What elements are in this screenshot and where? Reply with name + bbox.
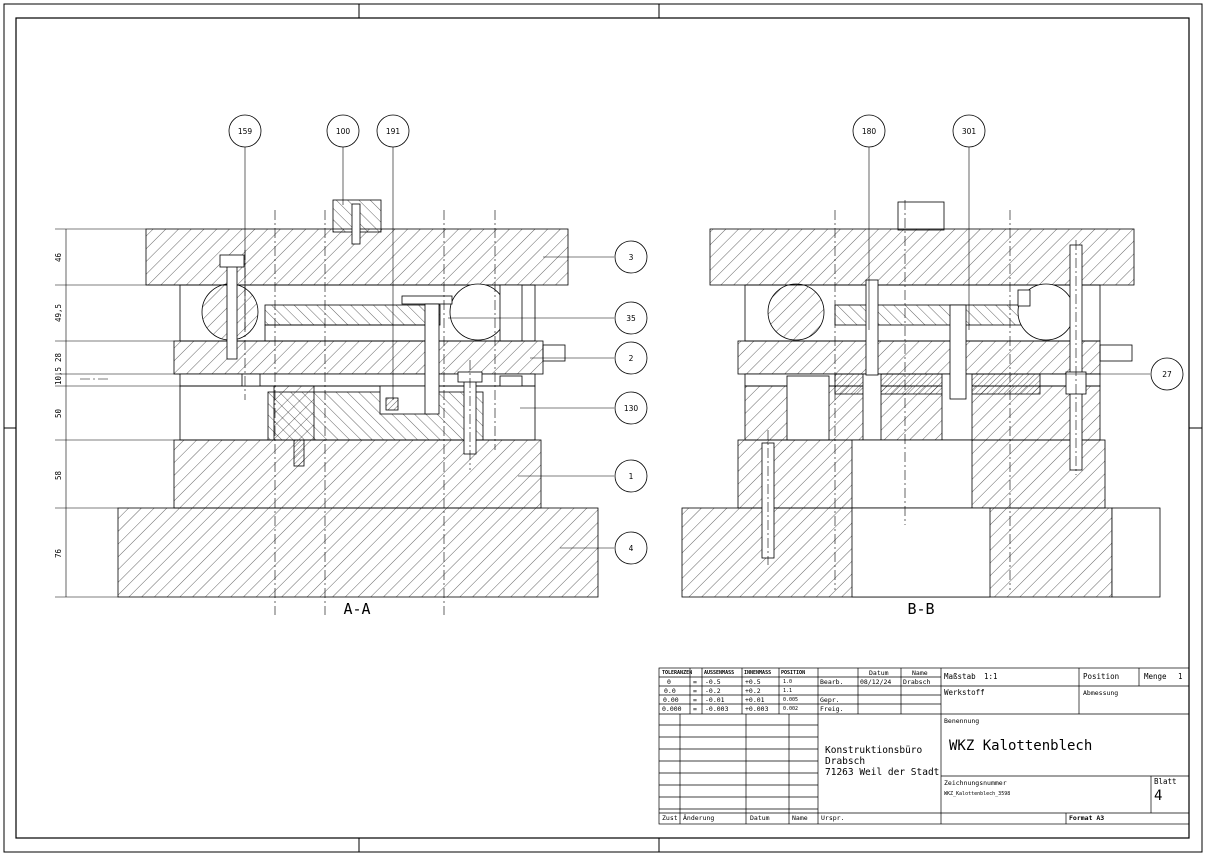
bearb-name: Drabsch xyxy=(903,678,931,686)
role-gepr: Gepr. xyxy=(820,696,840,704)
tol-row-2-innen: +0.01 xyxy=(745,696,765,704)
name-header: Name xyxy=(912,669,928,677)
zust-label: Zust xyxy=(662,814,678,822)
company-line-2: Drabsch xyxy=(825,756,866,767)
tol-row-0-sym: = xyxy=(693,678,697,686)
blatt-label: Blatt xyxy=(1154,777,1177,786)
massstab-value: 1:1 xyxy=(984,672,998,681)
dim-50: 50 xyxy=(54,408,63,418)
role-bearb: Bearb. xyxy=(820,678,844,686)
format-label: Format A3 xyxy=(1069,814,1105,822)
datum-bottom-label: Datum xyxy=(750,814,770,822)
balloon-27: 27 xyxy=(1162,370,1172,379)
balloon-159: 159 xyxy=(238,127,253,136)
tol-row-2-sym: = xyxy=(693,696,697,704)
dim-10-5: 10,5 xyxy=(54,367,63,385)
view-labels: A-A B-B xyxy=(343,600,934,618)
innen-header: INNENMASS xyxy=(744,670,772,676)
balloon-191: 191 xyxy=(386,127,401,136)
balloon-100: 100 xyxy=(336,127,351,136)
zeichnungsnummer-label: Zeichnungsnummer xyxy=(944,779,1007,787)
dim-76: 76 xyxy=(54,548,63,558)
tol-row-0: 0 xyxy=(667,678,671,686)
tol-row-1-pos: 1.1 xyxy=(783,688,793,694)
tol-row-0-pos: 1.0 xyxy=(783,679,793,685)
balloon-180: 180 xyxy=(862,127,877,136)
dimension-texts: 46 49,5 28 10,5 50 58 76 xyxy=(54,252,63,558)
section-view-a-a xyxy=(117,199,599,598)
position-header: POSITION xyxy=(781,670,806,676)
benennung-label: Benennung xyxy=(944,717,980,725)
company-line-1: Konstruktionsbüro xyxy=(825,745,923,756)
urspr-label: Urspr. xyxy=(821,814,845,822)
balloons xyxy=(228,114,1184,565)
datum-header: Datum xyxy=(869,669,889,677)
tol-row-1-sym: = xyxy=(693,687,697,695)
balloon-labels: 159 100 191 180 301 3 35 2 130 1 4 27 xyxy=(238,127,1172,553)
balloon-3: 3 xyxy=(629,253,634,262)
tol-row-3-innen: +0.003 xyxy=(745,705,769,713)
tol-row-1-innen: +0.2 xyxy=(745,687,761,695)
balloon-leaders xyxy=(244,147,1150,549)
title-block-grid xyxy=(658,667,1190,825)
balloon-130: 130 xyxy=(624,404,639,413)
tol-row-3-pos: 0.002 xyxy=(783,706,799,712)
tol-row-0-innen: +0.5 xyxy=(745,678,761,686)
dim-46: 46 xyxy=(54,252,63,262)
position-label: Position xyxy=(1083,672,1120,681)
balloon-35: 35 xyxy=(626,314,636,323)
dim-58: 58 xyxy=(54,470,63,480)
company-line-3: 71263 Weil der Stadt xyxy=(825,767,940,778)
benennung-value: WKZ Kalottenblech xyxy=(949,738,1093,754)
dim-28: 28 xyxy=(54,352,63,362)
tol-row-2-aussen: -0.01 xyxy=(705,696,725,704)
werkstoff-label: Werkstoff xyxy=(944,688,985,697)
tol-row-2: 0.00 xyxy=(663,696,679,704)
balloon-1: 1 xyxy=(629,472,634,481)
menge-value: 1 xyxy=(1178,672,1183,681)
role-freig: Freig. xyxy=(820,705,844,713)
tol-row-0-aussen: -0.5 xyxy=(705,678,721,686)
blatt-value: 4 xyxy=(1154,788,1163,804)
tol-row-3: 0.000 xyxy=(662,705,682,713)
aussen-header: AUSSENMASS xyxy=(704,670,735,676)
dimension-lines xyxy=(55,228,180,598)
tol-row-3-sym: = xyxy=(693,705,697,713)
drawing-frame xyxy=(3,3,1203,853)
view-label-a-a: A-A xyxy=(343,600,370,618)
name-bottom-label: Name xyxy=(792,814,808,822)
zeichnungsnummer-value: WKZ_Kalottenblech_3598 xyxy=(944,791,1011,797)
tol-row-1-aussen: -0.2 xyxy=(705,687,721,695)
tol-row-1: 0.0 xyxy=(664,687,676,695)
view-label-b-b: B-B xyxy=(907,600,934,618)
tol-row-3-aussen: -0.003 xyxy=(705,705,729,713)
balloon-2: 2 xyxy=(629,354,634,363)
bearb-date: 08/12/24 xyxy=(860,678,892,686)
menge-label: Menge xyxy=(1144,672,1167,681)
dim-49-5: 49,5 xyxy=(54,304,63,322)
tol-header: TOLERANZEN xyxy=(662,670,693,676)
massstab-label: Maßstab xyxy=(944,672,976,681)
balloon-301: 301 xyxy=(962,127,977,136)
centerlines-right xyxy=(767,200,1077,590)
balloon-4: 4 xyxy=(629,544,634,553)
section-view-b-b xyxy=(681,201,1161,598)
aenderung-label: Änderung xyxy=(683,814,715,822)
abmessung-label: Abmessung xyxy=(1083,689,1119,697)
tol-row-2-pos: 0.005 xyxy=(783,697,799,703)
